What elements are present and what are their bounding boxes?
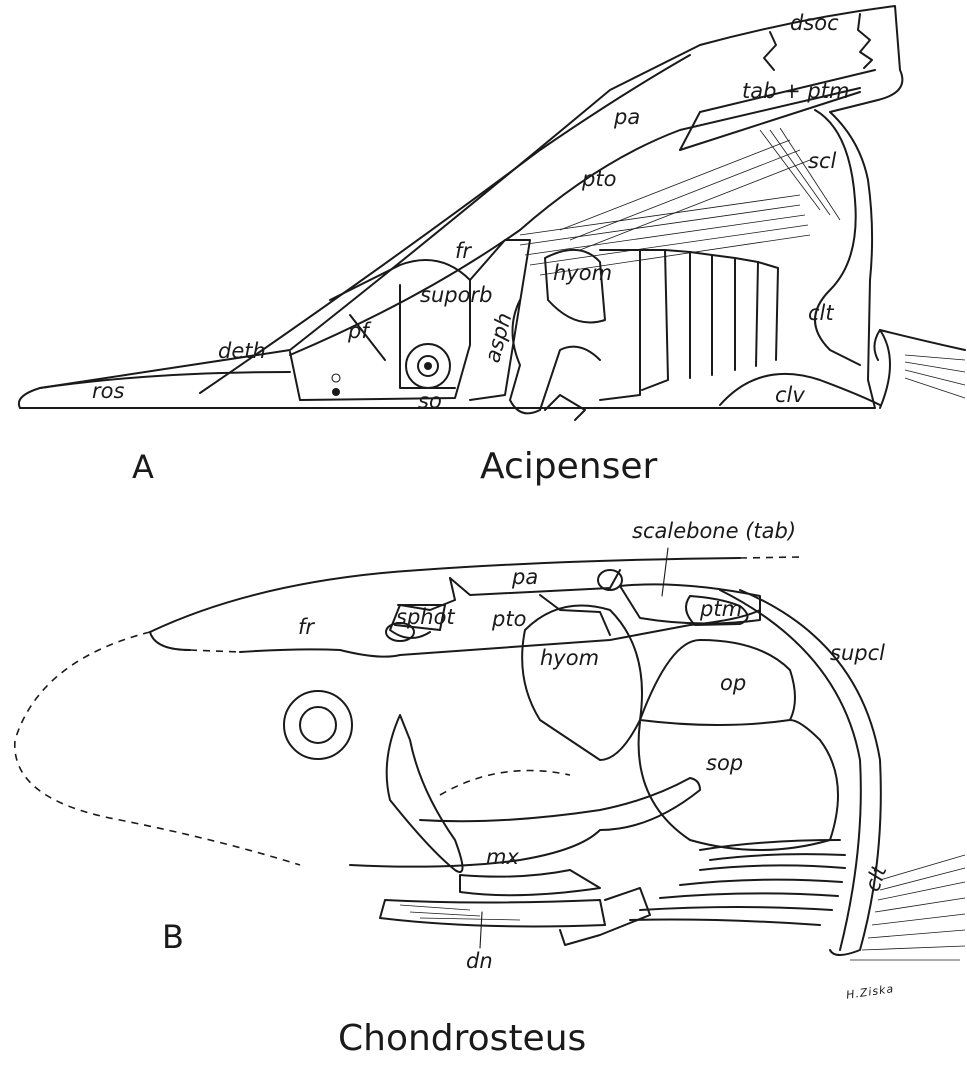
label-pto: pto <box>581 167 616 191</box>
label-ros: ros <box>92 379 124 403</box>
label-scalebone: scalebone (tab) <box>632 519 796 543</box>
panel-a-letter: A <box>132 448 154 486</box>
label-supcl: supcl <box>830 641 885 665</box>
label-clv: clv <box>775 383 805 407</box>
label-tab-ptm: tab + ptm <box>742 79 849 103</box>
label-deth: deth <box>218 339 266 363</box>
label-mx: mx <box>486 845 519 869</box>
panel-b-letter: B <box>162 918 184 956</box>
label-fr-b: fr <box>298 615 315 639</box>
label-sphot: sphot <box>396 605 455 629</box>
artist-signature: H.Ziska <box>845 982 895 1002</box>
label-dsoc: dsoc <box>790 11 839 35</box>
label-pa-b: pa <box>511 565 538 589</box>
label-fr: fr <box>455 239 472 263</box>
label-suporb: suporb <box>420 283 492 307</box>
label-pf: pf <box>347 319 372 343</box>
label-hyom-b: hyom <box>540 646 599 670</box>
label-pto-b: pto <box>491 607 526 631</box>
label-so: so <box>418 389 442 413</box>
panel-b-genus: Chondrosteus <box>338 1018 586 1059</box>
label-sop: sop <box>706 751 743 775</box>
label-dn: dn <box>466 949 493 973</box>
leader-scalebone <box>662 548 668 596</box>
leader-dn <box>480 912 482 948</box>
label-hyom: hyom <box>553 261 612 285</box>
panel-a-genus: Acipenser <box>480 446 658 487</box>
label-scl: scl <box>808 149 836 173</box>
label-op: op <box>720 671 746 695</box>
label-clt-b: clt <box>860 862 892 895</box>
panel-b-drawing <box>15 557 965 960</box>
label-ptm-b: ptm <box>699 597 742 621</box>
label-pa: pa <box>613 105 640 129</box>
label-clt: clt <box>808 301 834 325</box>
